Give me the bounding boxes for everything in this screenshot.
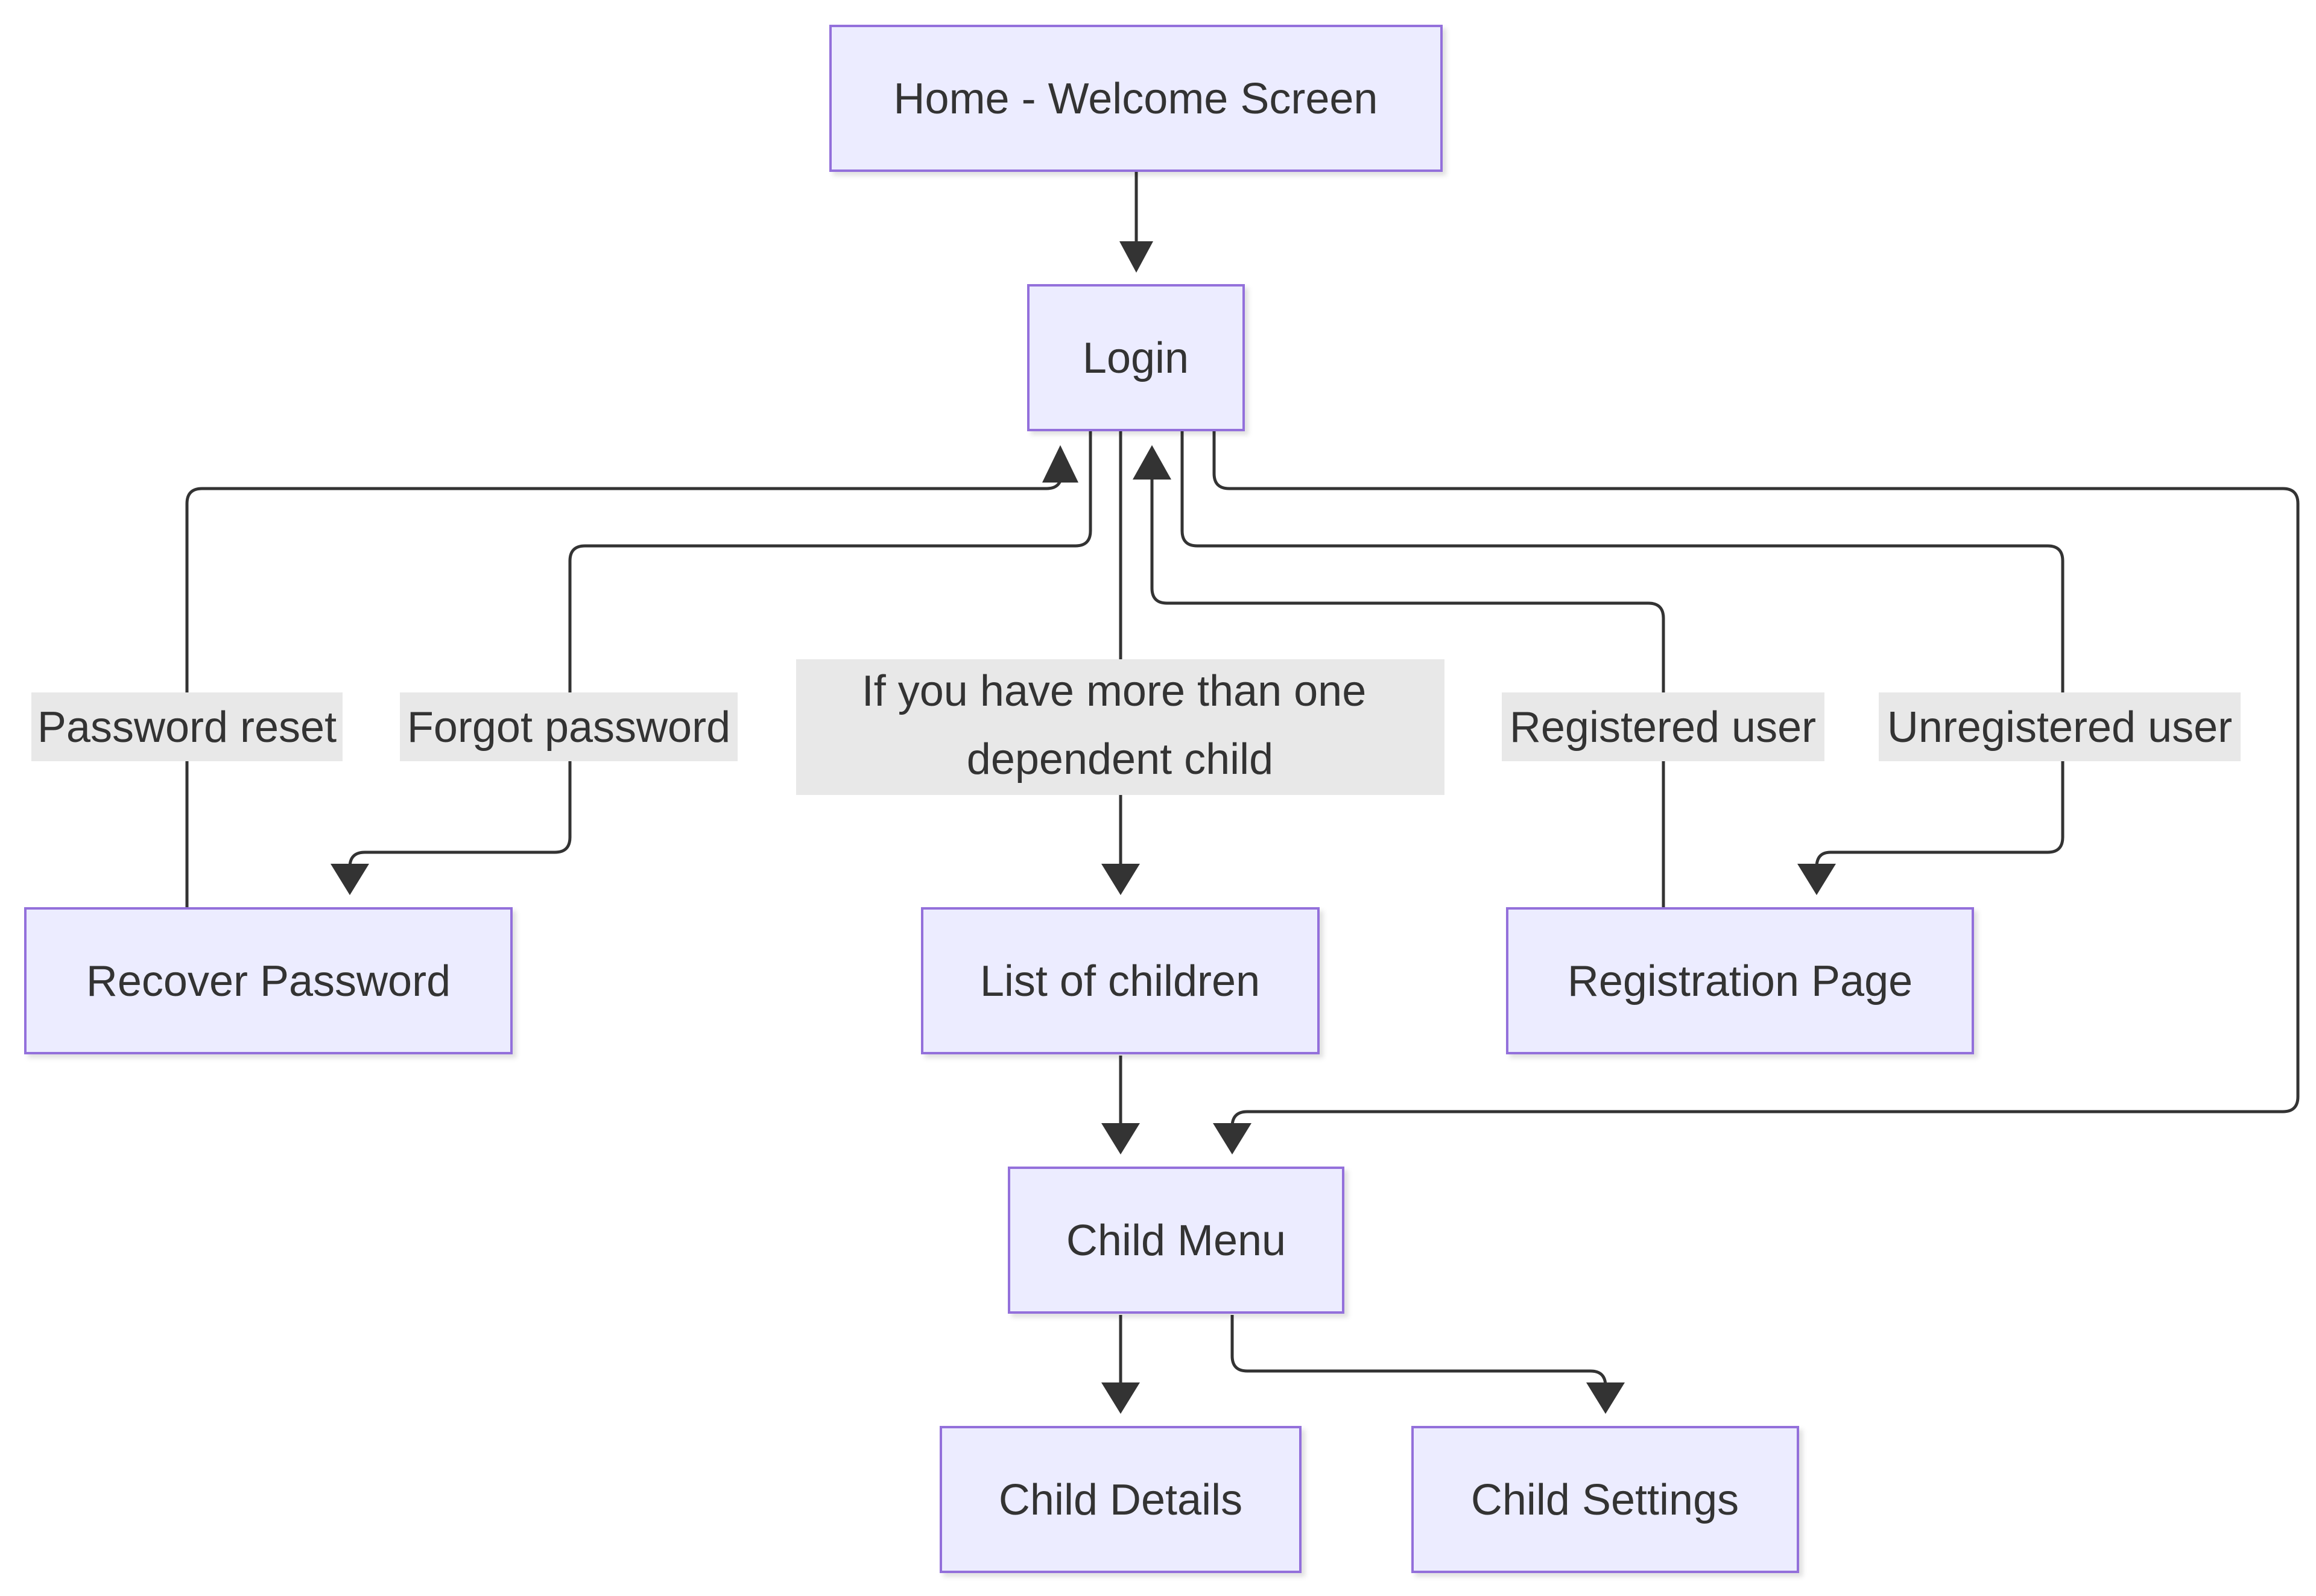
node-child-settings[interactable]: Child Settings (1411, 1426, 1799, 1573)
edge-labels: Password reset Forgot password If you ha… (31, 659, 2241, 795)
node-child-details-label: Child Details (999, 1476, 1242, 1524)
node-list-of-children-label: List of children (980, 957, 1260, 1005)
arrowhead-login-from-home (1119, 241, 1153, 273)
arrowhead-registration-from-login (1797, 864, 1836, 895)
arrowhead-childmenu-from-login (1213, 1123, 1251, 1154)
node-child-menu-label: Child Menu (1066, 1217, 1286, 1265)
label-password-reset: Password reset (31, 692, 343, 761)
arrowhead-recover-from-login (331, 864, 369, 895)
label-registered-user-text: Registered user (1510, 703, 1816, 752)
node-login-label: Login (1083, 334, 1189, 382)
edge-login-to-registration (1180, 431, 2064, 869)
label-unregistered-user-text: Unregistered user (1887, 703, 2232, 752)
arrowhead-list-from-login (1101, 864, 1140, 895)
label-more-than-one-line2: dependent child (967, 735, 1273, 784)
node-registration-page-label: Registration Page (1568, 957, 1913, 1005)
node-list-of-children[interactable]: List of children (921, 907, 1320, 1054)
edge-registration-to-login (1150, 477, 1665, 908)
arrowhead-settings-from-childmenu (1586, 1382, 1625, 1414)
edge-login-to-recover (348, 431, 1092, 869)
arrowhead-childmenu-from-list (1101, 1123, 1140, 1154)
label-registered-user: Registered user (1502, 692, 1824, 761)
label-unregistered-user: Unregistered user (1879, 692, 2241, 761)
node-registration-page[interactable]: Registration Page (1506, 907, 1974, 1054)
label-more-than-one-line1: If you have more than one (862, 667, 1367, 715)
node-child-settings-label: Child Settings (1471, 1476, 1739, 1524)
node-child-details[interactable]: Child Details (940, 1426, 1302, 1573)
node-home-welcome-screen[interactable]: Home - Welcome Screen (829, 25, 1443, 172)
node-recover-password[interactable]: Recover Password (24, 907, 513, 1054)
edge-login-to-childmenu (1212, 431, 2300, 1127)
nodes: Home - Welcome Screen Login Recover Pass… (24, 25, 1974, 1573)
label-forgot-password-text: Forgot password (407, 703, 730, 752)
label-forgot-password: Forgot password (400, 692, 738, 761)
arrowhead-details-from-childmenu (1101, 1382, 1140, 1414)
label-more-than-one-child: If you have more than one dependent chil… (796, 659, 1444, 795)
arrowhead-login-from-recover (1042, 445, 1078, 483)
node-recover-password-label: Recover Password (86, 957, 451, 1005)
node-child-menu[interactable]: Child Menu (1008, 1167, 1344, 1314)
node-login[interactable]: Login (1027, 284, 1245, 431)
label-password-reset-text: Password reset (37, 703, 337, 752)
arrowhead-login-from-registration (1133, 445, 1171, 480)
edge-childmenu-to-settings (1230, 1315, 1607, 1387)
node-home-label: Home - Welcome Screen (894, 75, 1378, 123)
